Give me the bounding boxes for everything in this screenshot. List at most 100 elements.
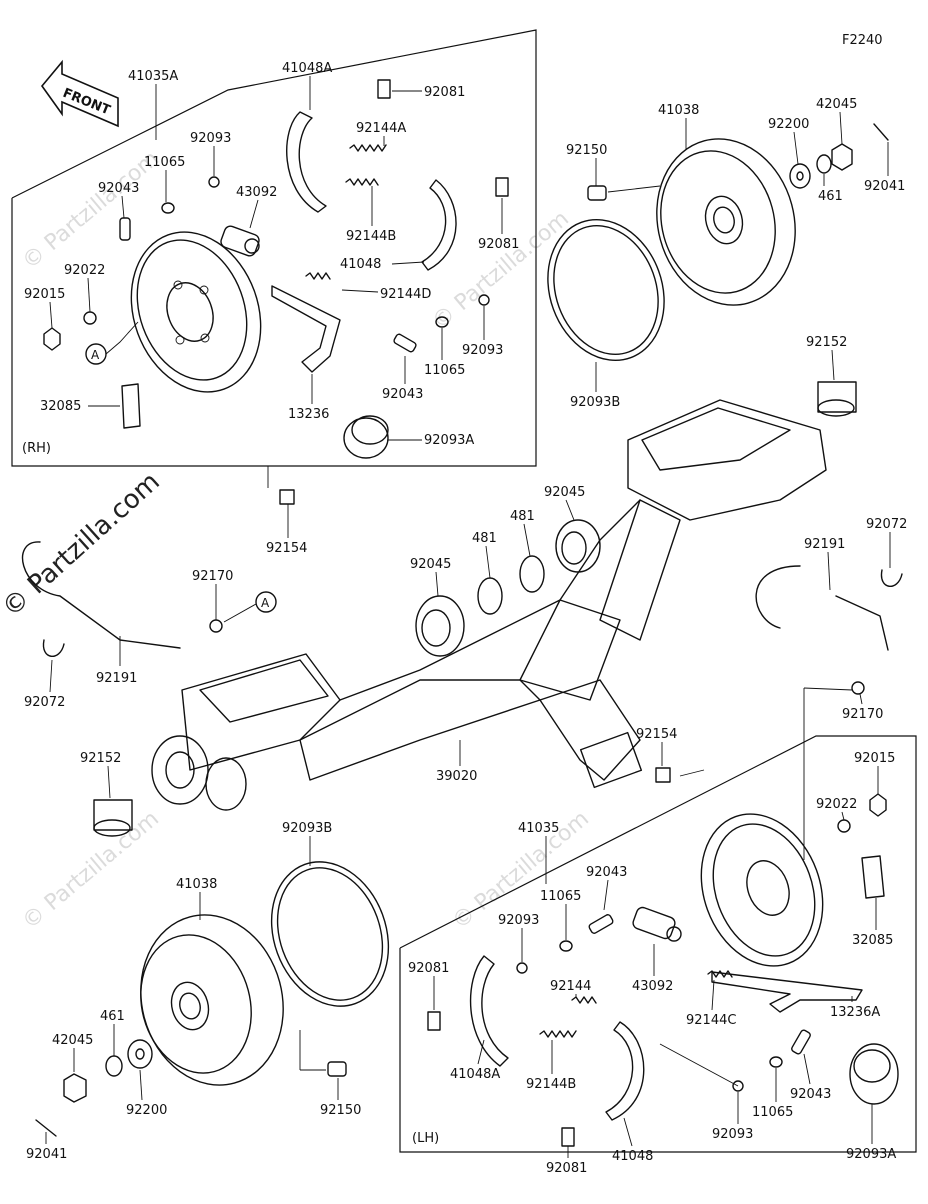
label-41048-rh: 41048 (340, 257, 381, 272)
washer-92022-rh (83, 311, 97, 325)
wheel-cylinder-lh (632, 906, 682, 942)
label-92144A-rh: 92144A (356, 121, 406, 136)
nut-92015-lh (869, 793, 887, 817)
label-92144B-lh: 92144B (526, 1077, 576, 1092)
watermark: © Partzilla.com (0, 467, 166, 624)
label-92093-lh-a: 92093 (498, 913, 539, 928)
label-92081-lh-a: 92081 (408, 961, 449, 976)
label-92170-right: 92170 (842, 707, 883, 722)
washer-461-bottom (105, 1055, 123, 1077)
label-92072-right: 92072 (866, 517, 907, 532)
label-481-left: 481 (472, 531, 497, 546)
reference-marker-a-mid: A (223, 591, 277, 623)
brake-shoe-41048-rh (421, 179, 457, 271)
label-92093-rh-b: 92093 (462, 343, 503, 358)
pin-92043-lh-a (588, 914, 614, 934)
label-13236: 13236 (288, 407, 329, 422)
label-41048-lh: 41048 (612, 1149, 653, 1164)
ring-481-right (519, 555, 545, 593)
nut-42045-bottom (63, 1073, 87, 1103)
label-92170-left: 92170 (192, 569, 233, 584)
clamp-92170-left (209, 619, 223, 633)
bolt-92150-top (587, 185, 607, 201)
label-461-bottom: 461 (100, 1009, 125, 1024)
spring-92144B-rh (345, 178, 379, 186)
label-92191-right: 92191 (804, 537, 845, 552)
label-92093B-bottom: 92093B (282, 821, 332, 836)
washer-11065-rh-a (161, 202, 175, 214)
spring-92144D-rh (305, 272, 331, 280)
cotter-pin-92041-top (873, 123, 889, 141)
washer-92093-lh-a (516, 962, 528, 974)
label-92045-right: 92045 (544, 485, 585, 500)
brake-shoe-41048A-rh (286, 111, 327, 213)
reference-marker-a-rh: A (85, 321, 139, 365)
label-92144C-lh: 92144C (686, 1013, 736, 1028)
front-arrow-icon: FRONT (40, 59, 119, 128)
brake-drum-41038-top (656, 138, 796, 306)
brake-shoe-41048A-lh (469, 955, 509, 1067)
washer-92022-lh (837, 819, 851, 833)
rh-group-box (11, 29, 537, 467)
label-42045-bottom: 42045 (52, 1033, 93, 1048)
spring-92144A-rh (349, 144, 387, 152)
lh-group-box (399, 735, 917, 1153)
label-92152-top: 92152 (806, 335, 847, 350)
bolt-92154-lh (655, 767, 671, 783)
label-41048A-rh: 41048A (282, 61, 332, 76)
label-41038-top: 41038 (658, 103, 699, 118)
seal-ring-92093B-bottom (270, 861, 390, 1007)
washer-92200-bottom (127, 1039, 153, 1069)
label-92093A-lh: 92093A (846, 1147, 896, 1162)
label-481-right: 481 (510, 509, 535, 524)
reference-marker-a-text: A (261, 596, 270, 610)
hose-92191-right (755, 565, 801, 629)
clip-32085-lh (861, 855, 885, 899)
seal-92093A-lh (849, 1043, 899, 1105)
pin-92043-rh-a (119, 217, 131, 241)
label-92041-top: 92041 (864, 179, 905, 194)
label-41035: 41035 (518, 821, 559, 836)
label-92200-bottom: 92200 (126, 1103, 167, 1118)
label-92022-lh: 92022 (816, 797, 857, 812)
washer-11065-lh-b (769, 1056, 783, 1068)
label-92045-left: 92045 (410, 557, 451, 572)
bolt-92154-rh (279, 489, 295, 505)
label-92081-rh-b: 92081 (478, 237, 519, 252)
label-92015-lh: 92015 (854, 751, 895, 766)
bushing-92152-bottom (93, 799, 133, 837)
nut-42045-top (831, 143, 853, 171)
label-92154-rh: 92154 (266, 541, 307, 556)
cotter-pin-92041-bottom (35, 1119, 57, 1137)
label-41035A: 41035A (128, 69, 178, 84)
seal-92093A-rh (343, 415, 389, 459)
label-92200-top: 92200 (768, 117, 809, 132)
label-92093-rh-a: 92093 (190, 131, 231, 146)
washer-461-top (816, 154, 832, 174)
label-41048A-lh: 41048A (450, 1067, 500, 1082)
reference-marker-a-text: A (91, 348, 100, 362)
rh-group-label: (RH) (22, 441, 51, 456)
nut-92015-rh (43, 327, 61, 351)
label-92093A-rh: 92093A (424, 433, 474, 448)
label-42045-top: 42045 (816, 97, 857, 112)
label-92081-lh-b: 92081 (546, 1161, 587, 1176)
label-92043-lh-a: 92043 (586, 865, 627, 880)
figure-code: F2240 (842, 33, 883, 48)
backing-plate-rh (130, 231, 262, 393)
washer-92093-rh-a (208, 176, 220, 188)
brake-shoe-41048-lh (605, 1021, 645, 1121)
label-32085-rh: 32085 (40, 399, 81, 414)
label-92150-top: 92150 (566, 143, 607, 158)
brake-drum-41038-bottom (140, 914, 284, 1086)
label-92144-lh: 92144 (550, 979, 591, 994)
clip-92072-left (42, 639, 65, 657)
label-43092-rh: 43092 (236, 185, 277, 200)
label-11065-rh-b: 11065 (424, 363, 465, 378)
clip-92081-rh-top (377, 79, 391, 99)
label-92043-rh-b: 92043 (382, 387, 423, 402)
label-92041-bottom: 92041 (26, 1147, 67, 1162)
bolt-92150-bottom (327, 1061, 347, 1077)
